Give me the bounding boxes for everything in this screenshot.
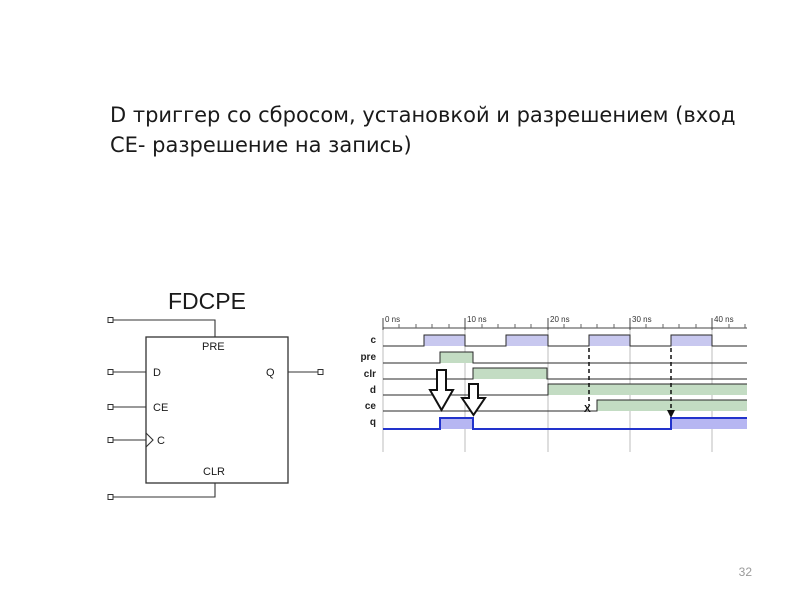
time-label: 20 ns [550, 315, 570, 324]
pin-terminal-ce[interactable] [107, 404, 114, 410]
signal-label-q: q [370, 417, 376, 428]
waveform-clr [383, 367, 747, 380]
slide-number: 32 [738, 565, 752, 579]
pin-terminal-clr[interactable] [107, 494, 114, 500]
pin-label-clr: CLR [203, 466, 225, 478]
pin-label-c: C [157, 435, 165, 447]
component-name: FDCPE [168, 288, 246, 314]
ce-marker: X [584, 404, 591, 415]
waveform-pre [383, 351, 747, 364]
time-label: 10 ns [467, 315, 487, 324]
pin-label-pre: PRE [202, 341, 225, 353]
pin-line-pre [113, 319, 216, 337]
time-label: 30 ns [632, 315, 652, 324]
arrow-head-icon [667, 410, 675, 418]
pin-terminal-q[interactable] [317, 369, 324, 375]
time-label: 40 ns [714, 315, 734, 324]
signal-labels: c pre clr d ce q [360, 335, 376, 428]
waveform-d [383, 383, 747, 396]
pin-label-ce: CE [153, 402, 168, 414]
signal-label-c: c [370, 335, 376, 346]
pin-label-q: Q [266, 367, 275, 379]
timing-diagram: 0 ns 10 ns 20 ns 30 ns 40 ns c pre clr d… [360, 315, 747, 452]
fdcpe-symbol: FDCPE PRE D CE C Q CLR [107, 288, 324, 500]
symbol-body [145, 336, 289, 484]
pin-terminal-c[interactable] [107, 437, 114, 443]
waveform-q [383, 417, 747, 430]
pin-line-clr [113, 483, 216, 498]
pin-label-d: D [153, 367, 161, 379]
waveform-c [383, 334, 747, 347]
waveform-ce [383, 399, 747, 412]
pin-terminal-pre[interactable] [107, 317, 114, 323]
hollow-down-arrow-icon [460, 383, 487, 417]
time-ticks [382, 318, 746, 330]
edge-markers: X [584, 348, 675, 418]
clock-edge-icon [145, 432, 154, 448]
time-label: 0 ns [385, 315, 400, 324]
time-labels: 0 ns 10 ns 20 ns 30 ns 40 ns [385, 315, 734, 324]
signal-label-clr: clr [364, 369, 376, 380]
slide-title: D триггер со сбросом, установкой и разре… [110, 103, 736, 157]
pin-terminal-d[interactable] [107, 369, 114, 375]
hollow-down-arrow-icon [428, 369, 455, 413]
signal-label-pre: pre [360, 352, 376, 363]
signal-label-ce: ce [365, 401, 377, 412]
signal-label-d: d [370, 385, 376, 396]
